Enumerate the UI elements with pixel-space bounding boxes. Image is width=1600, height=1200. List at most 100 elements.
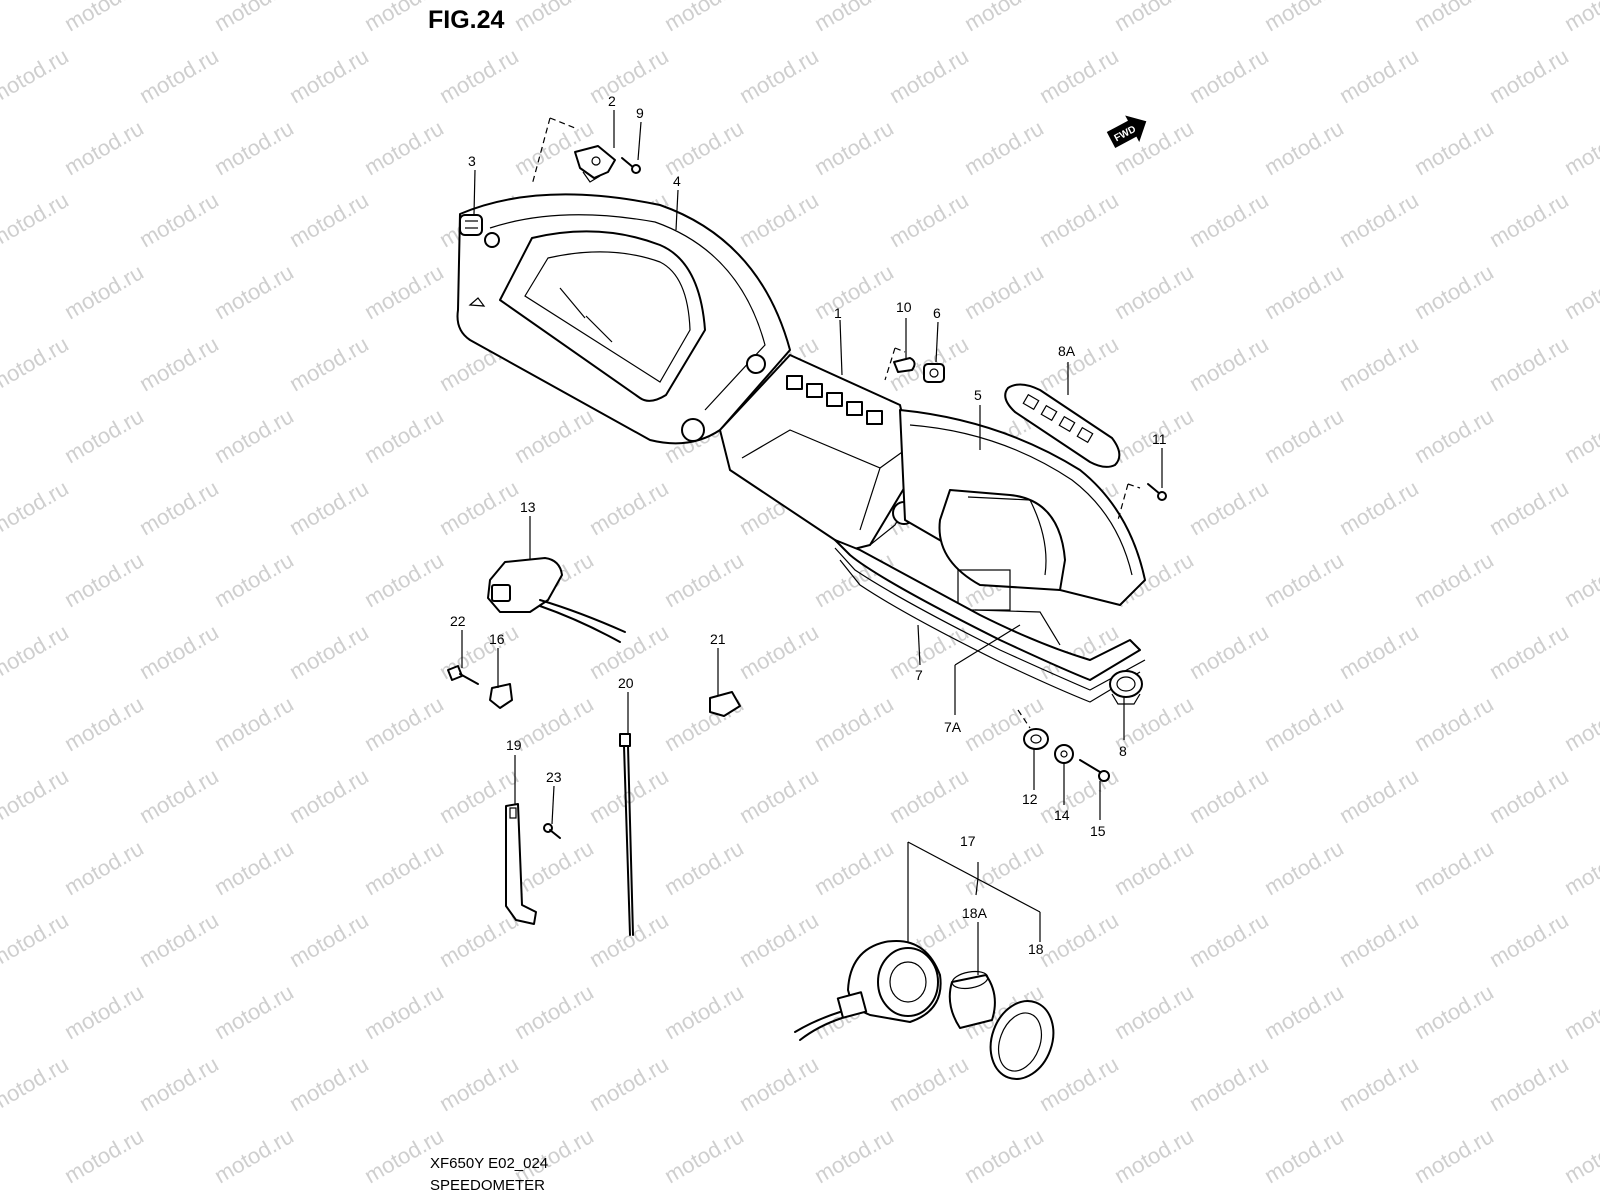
watermark-text: motod.ru xyxy=(660,0,748,36)
watermark-text: motod.ru xyxy=(135,907,223,972)
part-7-lower-cover xyxy=(834,539,1146,703)
watermark-text: motod.ru xyxy=(0,1051,73,1116)
watermark-text: motod.ru xyxy=(285,1195,373,1200)
watermark-text: motod.ru xyxy=(1410,979,1498,1044)
watermark-text: motod.ru xyxy=(885,187,973,252)
watermark-text: motod.ru xyxy=(1185,43,1273,108)
watermark-text: motod.ru xyxy=(960,115,1048,180)
part-21-clamp xyxy=(709,691,741,717)
callout-labels: 1 2 3 4 5 6 7 7A 8 8A 9 10 11 12 13 14 1… xyxy=(450,93,1167,957)
watermark-text: motod.ru xyxy=(1185,1051,1273,1116)
watermark-text: motod.ru xyxy=(885,1195,973,1200)
watermark-text: motod.ru xyxy=(135,763,223,828)
part-3-grommet xyxy=(459,214,483,236)
watermark-text: motod.ru xyxy=(735,1051,823,1116)
part-20-cable-tie xyxy=(619,733,634,936)
watermark-text: motod.ru xyxy=(1260,691,1348,756)
callout-11: 11 xyxy=(1152,431,1167,447)
watermark-text: motod.ru xyxy=(1335,43,1423,108)
watermark-text: motod.ru xyxy=(960,1123,1048,1188)
watermark-text: motod.ru xyxy=(1260,1123,1348,1188)
watermark-text: motod.ru xyxy=(1485,763,1573,828)
watermark-text: motod.ru xyxy=(1335,475,1423,540)
watermark-text: motod.ru xyxy=(135,1195,223,1200)
watermark-text: motod.ru xyxy=(1560,403,1600,468)
watermark-text: motod.ru xyxy=(1110,1123,1198,1188)
callout-16: 16 xyxy=(489,631,505,647)
watermark-text: motod.ru xyxy=(660,1123,748,1188)
callout-1: 1 xyxy=(834,305,842,321)
watermark-text: motod.ru xyxy=(135,43,223,108)
figure-title: FIG.24 xyxy=(428,6,505,34)
model-code: XF650Y E02_024 xyxy=(430,1155,549,1172)
watermark-text: motod.ru xyxy=(360,979,448,1044)
watermark-text: motod.ru xyxy=(735,619,823,684)
part-16-clamp xyxy=(489,683,513,709)
watermark-text: motod.ru xyxy=(285,763,373,828)
watermark-text: motod.ru xyxy=(1260,835,1348,900)
watermark-text: motod.ru xyxy=(1260,115,1348,180)
callout-14: 14 xyxy=(1054,807,1070,823)
watermark-text: motod.ru xyxy=(0,619,73,684)
callout-18: 18 xyxy=(1028,941,1044,957)
watermark-text: motod.ru xyxy=(510,835,598,900)
callout-8: 8 xyxy=(1119,743,1127,759)
watermark-text: motod.ru xyxy=(1410,259,1498,324)
watermark-text: motod.ru xyxy=(435,907,523,972)
part-4-meter-case xyxy=(456,193,791,445)
watermark-text: motod.ru xyxy=(1335,907,1423,972)
watermark-text: motod.ru xyxy=(1110,979,1198,1044)
watermark-text: motod.ru xyxy=(1485,619,1573,684)
part-11-screw xyxy=(1147,483,1167,501)
callout-19: 19 xyxy=(506,737,522,753)
watermark-text: motod.ru xyxy=(510,979,598,1044)
watermark-text: motod.ru xyxy=(735,43,823,108)
watermark-text: motod.ru xyxy=(810,259,898,324)
watermark-text: motod.ru xyxy=(0,43,73,108)
watermark-text: motod.ru xyxy=(135,187,223,252)
callout-7A: 7A xyxy=(944,719,962,735)
watermark-text: motod.ru xyxy=(1335,331,1423,396)
watermark-text: motod.ru xyxy=(285,331,373,396)
watermark-text: motod.ru xyxy=(210,259,298,324)
part-23-screw xyxy=(543,823,561,839)
watermark-text: motod.ru xyxy=(735,187,823,252)
watermark-text: motod.ru xyxy=(1560,115,1600,180)
watermark-text: motod.ru xyxy=(1485,475,1573,540)
watermark-text: motod.ru xyxy=(1260,403,1348,468)
watermark-text: motod.ru xyxy=(1560,259,1600,324)
watermark-text: motod.ru xyxy=(135,475,223,540)
watermark-text: motod.ru xyxy=(1485,331,1573,396)
watermark-text: motod.ru xyxy=(1110,259,1198,324)
watermark-text: motod.ru xyxy=(1560,547,1600,612)
watermark-text: motod.ru xyxy=(360,403,448,468)
part-13-sensor-connector xyxy=(487,557,626,643)
watermark-text: motod.ru xyxy=(660,835,748,900)
watermark-text: motod.ru xyxy=(285,475,373,540)
watermark-text: motod.ru xyxy=(1185,1195,1273,1200)
watermark-text: motod.ru xyxy=(435,619,523,684)
part-8A-indicator-lens xyxy=(1004,383,1121,468)
part-9-screw xyxy=(621,157,641,174)
watermark-text: motod.ru xyxy=(1035,331,1123,396)
part-10-clip xyxy=(893,357,916,373)
watermark-text: motod.ru xyxy=(1260,547,1348,612)
watermark-text: motod.ru xyxy=(60,403,148,468)
watermark-text: motod.ru xyxy=(1485,1195,1573,1200)
watermark-text: motod.ru xyxy=(885,43,973,108)
watermark-text: motod.ru xyxy=(360,0,448,36)
watermark-text: motod.ru xyxy=(735,1195,823,1200)
watermark-text: motod.ru xyxy=(0,187,73,252)
watermark-text: motod.ru xyxy=(810,691,898,756)
watermark-text: motod.ru xyxy=(60,547,148,612)
watermark-text: motod.ru xyxy=(810,1123,898,1188)
watermark-text: motod.ru xyxy=(435,43,523,108)
watermark-text: motod.ru xyxy=(510,691,598,756)
watermark-text: motod.ru xyxy=(960,259,1048,324)
watermark-text: motod.ru xyxy=(1035,187,1123,252)
watermark-text: motod.ru xyxy=(210,691,298,756)
watermark-text: motod.ru xyxy=(1185,763,1273,828)
fwd-arrow-icon: FWD xyxy=(1106,115,1147,148)
watermark-text: motod.ru xyxy=(210,1123,298,1188)
